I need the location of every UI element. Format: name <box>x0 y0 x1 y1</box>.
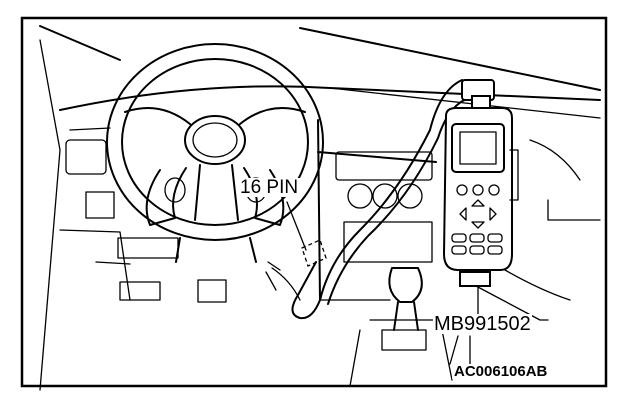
windshield-line <box>39 25 601 91</box>
tool-leader <box>475 285 549 321</box>
dlc-connector <box>301 239 327 267</box>
steering-hub <box>184 115 246 165</box>
lower-left-panel <box>117 237 179 259</box>
left-vent <box>65 139 107 175</box>
scan-tool <box>442 107 519 287</box>
dashboard-top <box>59 85 601 111</box>
center-display <box>335 151 433 181</box>
center-console <box>317 119 437 301</box>
steering-column <box>175 237 257 263</box>
connector-leader <box>286 201 307 251</box>
figure-code: AC006106AB <box>452 363 550 380</box>
scan-tool-part-number: MB991502 <box>433 313 532 335</box>
scan-tool-cable <box>291 79 469 320</box>
connector-label: 16 PIN <box>238 177 301 198</box>
figure-frame <box>20 16 608 388</box>
